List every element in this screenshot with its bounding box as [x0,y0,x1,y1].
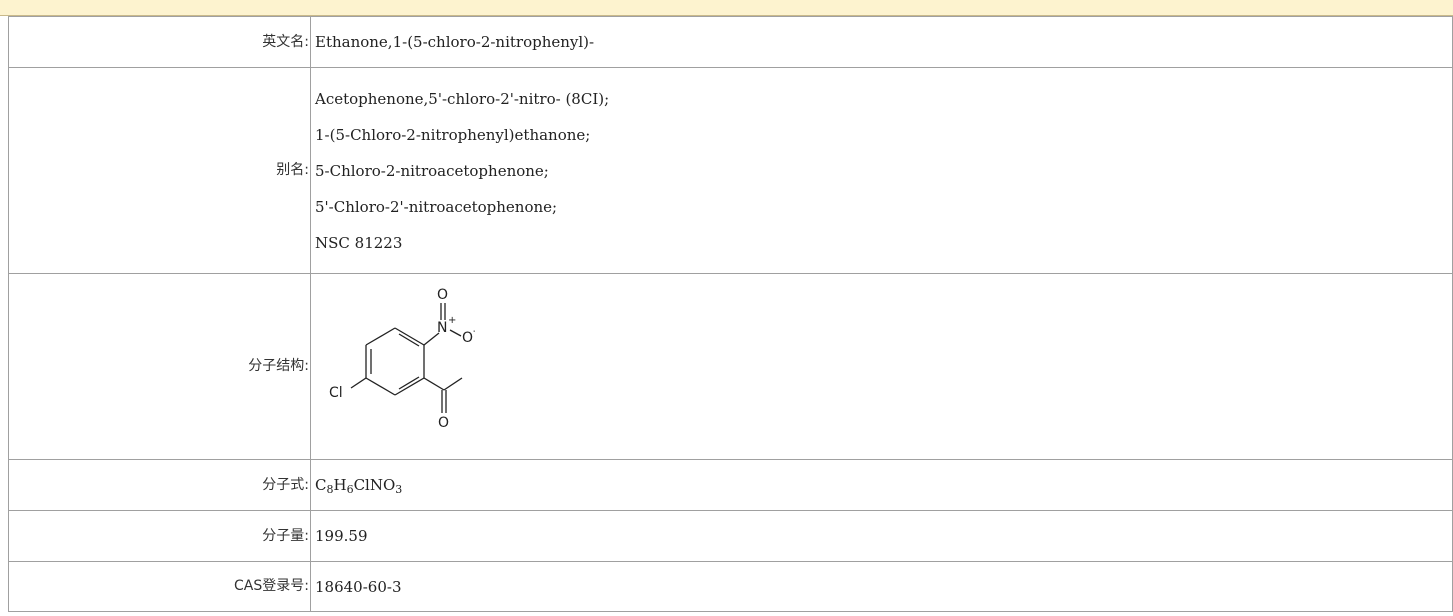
oxygen-atom: O [437,287,448,303]
english-name-value: Ethanone,1-(5-chloro-2-nitrophenyl)- [310,16,1453,68]
formula-carbon: C [315,476,327,494]
formula-oxygen-count: 3 [395,483,403,496]
double-bond [398,375,420,390]
top-bar [0,0,1453,16]
row-cas: CAS登录号: 18640-60-3 [8,561,1453,612]
oxygen-atom: O [438,415,449,431]
bond [443,376,463,391]
bond [365,326,396,346]
aliases-label: 别名: [8,67,311,274]
oxygen-atom: O [462,330,473,346]
formula-rest: ClNO [353,476,396,494]
alias-item: 5'-Chloro-2'-nitroacetophenone; [315,197,558,216]
alias-item: NSC 81223 [315,233,403,252]
nitrogen-atom: N [437,320,447,336]
alias-item: 5-Chloro-2-nitroacetophenone; [315,161,549,180]
bond [423,331,440,346]
cas-label: CAS登录号: [8,561,311,612]
structure-label: 分子结构: [8,273,311,460]
alias-item: 1-(5-Chloro-2-nitrophenyl)ethanone; [315,125,591,144]
weight-label: 分子量: [8,510,311,562]
weight-value: 199.59 [310,510,1453,562]
alias-item: Acetophenone,5'-chloro-2'-nitro- (8CI); [315,89,610,108]
row-weight: 分子量: 199.59 [8,510,1453,562]
structure-cell: O N + O - Cl O [310,273,1453,460]
formula-carbon-count: 8 [326,483,334,496]
formula-hydrogen: H [333,476,347,494]
minus-charge: - [473,326,475,337]
formula-hydrogen-count: 6 [346,483,354,496]
formula-value: C8H6ClNO3 [310,459,1453,511]
english-name-label: 英文名: [8,16,311,68]
bond [394,326,425,346]
aliases-value: Acetophenone,5'-chloro-2'-nitro- (8CI); … [310,67,1453,274]
bond [350,376,367,389]
row-english-name: 英文名: Ethanone,1-(5-chloro-2-nitrophenyl)… [8,16,1453,68]
molecule-structure-image: O N + O - Cl O [329,287,477,431]
plus-charge: + [448,315,456,326]
row-structure: 分子结构: [8,273,1453,460]
chlorine-atom: Cl [329,385,343,401]
bond [365,376,396,396]
double-bond [398,332,420,347]
properties-table: 英文名: Ethanone,1-(5-chloro-2-nitrophenyl)… [8,16,1453,612]
row-formula: 分子式: C8H6ClNO3 [8,459,1453,511]
bond [449,328,462,337]
cas-value: 18640-60-3 [310,561,1453,612]
bond [394,376,425,396]
row-aliases: 别名: Acetophenone,5'-chloro-2'-nitro- (8C… [8,67,1453,274]
bond [423,376,445,391]
formula-label: 分子式: [8,459,311,511]
